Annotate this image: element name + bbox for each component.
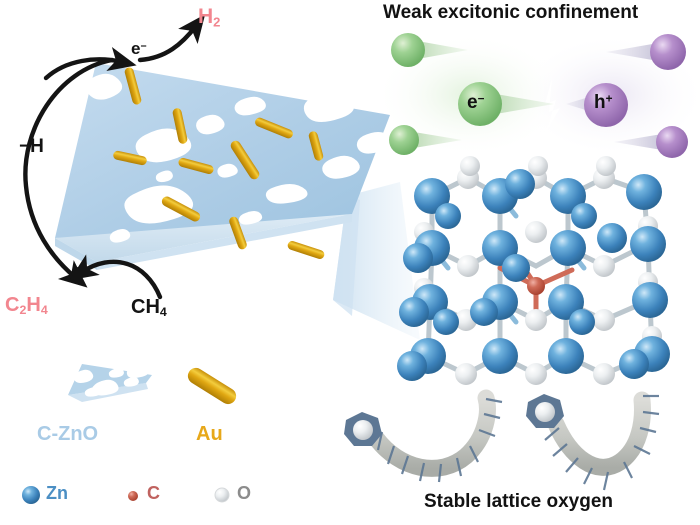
slab-pores — [85, 73, 393, 243]
h2-subscript: 2 — [213, 14, 221, 30]
hole-particle-main — [566, 83, 628, 127]
heading-stable-lattice-oxygen: Stable lattice oxygen — [424, 491, 614, 512]
arrow-dehydrogenation-loop — [23, 57, 115, 288]
arrow-h2-out — [137, 14, 206, 63]
electron-charge: − — [140, 40, 147, 53]
legend-rod-swatch — [187, 367, 237, 405]
reaction-arrows — [23, 14, 206, 300]
wrench-left — [344, 389, 503, 483]
legend-label-o: O — [237, 483, 252, 503]
electron-particle-main — [458, 82, 554, 126]
exciton-e-charge: − — [477, 92, 485, 106]
exciton-h-symbol: h — [594, 92, 606, 113]
exciton-e-symbol: e — [467, 92, 478, 113]
legend-label-c: C — [147, 483, 160, 503]
c2h4-h: H — [26, 294, 41, 316]
label-h2: H2 — [198, 6, 220, 28]
heading-weak-excitonic-confinement: Weak excitonic confinement — [383, 2, 639, 23]
legend-o-dot — [214, 487, 230, 503]
zinc-atoms — [397, 169, 670, 381]
label-c2h4: C2H4 — [5, 295, 48, 317]
exciton-h-charge: + — [605, 92, 613, 106]
label-exciton-electron: e− — [467, 93, 484, 112]
label-hole-bottom: h+ — [72, 262, 89, 279]
label-dehydrogenation: −H — [19, 136, 44, 157]
legend-label-c-zno: C-ZnO — [37, 423, 99, 445]
hole-symbol: h — [72, 261, 83, 280]
zno-lattice — [397, 156, 670, 385]
hole-particle — [614, 126, 688, 158]
hole-charge: + — [82, 262, 89, 275]
exciton-pairs — [389, 33, 688, 158]
c2h4-sub1: 2 — [19, 303, 27, 318]
stable-oxygen-wrenches — [344, 389, 660, 491]
c2h4-c: C — [5, 294, 20, 316]
hole-particle — [606, 34, 686, 70]
oxygen-atoms — [414, 156, 662, 385]
gold-nanorods — [113, 67, 325, 259]
wrench-right — [526, 391, 660, 491]
h2-symbol: H — [198, 5, 214, 28]
c2h4-sub2: 4 — [40, 303, 48, 318]
arrow-ch4-to-c2h4 — [69, 254, 163, 300]
electron-symbol: e — [131, 39, 141, 58]
legend-label-au: Au — [196, 423, 223, 445]
label-electron-top: e− — [131, 40, 147, 57]
legend-c-dot — [128, 491, 138, 501]
arrow-electron-in — [43, 47, 137, 81]
label-exciton-hole: h+ — [594, 93, 612, 112]
zoom-beam — [333, 182, 420, 340]
label-ch4: CH4 — [131, 297, 167, 319]
c-zno-slab — [55, 63, 393, 270]
ch4-symbol: CH — [131, 296, 160, 318]
exciton-split-spark — [545, 78, 560, 132]
electron-particle — [389, 125, 462, 155]
legend-swatches — [22, 364, 237, 504]
carbon-dopant-atom — [527, 277, 545, 295]
legend-slab-swatch — [68, 364, 152, 402]
legend-zn-dot — [22, 486, 40, 504]
electron-particle — [391, 33, 468, 67]
ch4-subscript: 4 — [159, 305, 167, 320]
legend-label-zn: Zn — [46, 483, 68, 503]
